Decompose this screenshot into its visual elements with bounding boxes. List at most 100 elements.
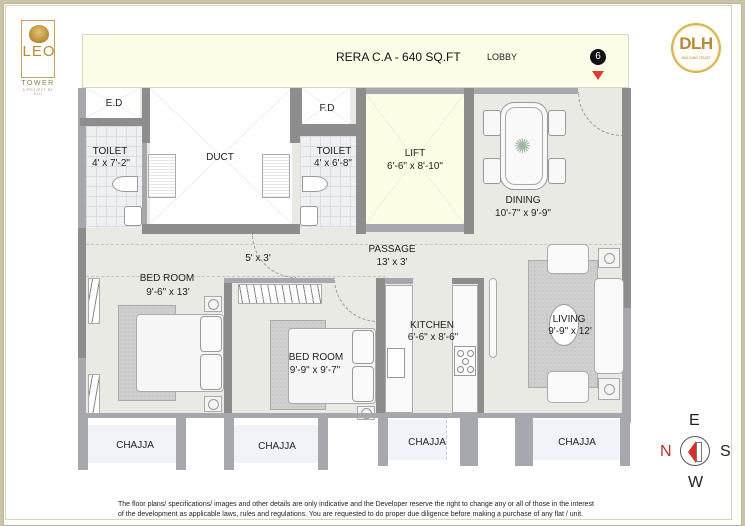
passage-small-size: 5' x 3' (245, 253, 271, 264)
kitchen-hob-icon (454, 346, 476, 376)
bedroom2-pillow (352, 366, 374, 402)
fd-label: F.D (319, 103, 335, 114)
passage-size: 13' x 3' (376, 257, 408, 268)
living-side-table (598, 378, 620, 400)
living-rug (528, 260, 598, 388)
toilet2-size: 4' x 6'-8" (314, 158, 352, 169)
dining-size: 10'-7" x 9'-9" (495, 208, 551, 219)
passage-boundary (86, 244, 622, 245)
ed-label: E.D (105, 98, 123, 109)
chajja-3-label: CHAJJA (408, 437, 446, 448)
toilet1-basin-icon (124, 206, 142, 226)
bedroom1-nightstand (204, 296, 222, 312)
dlh-logo-name: DLH (679, 34, 713, 53)
chajja-2 (231, 425, 323, 463)
toilet2-name: TOILET (316, 146, 352, 157)
compass-west: W (688, 474, 704, 491)
toilet2-wc-icon (302, 176, 328, 192)
toilet2-basin-icon (300, 206, 318, 226)
bedroom1-size: 9'-6" x 13' (146, 287, 190, 298)
unit-number-badge: 6 (590, 49, 606, 65)
living-size: 9'-9" x 12' (548, 326, 592, 337)
dlh-logo: DLH BUILDING TRUST (671, 23, 721, 73)
compass-needle-icon (688, 441, 696, 463)
bedroom1-name: BED ROOM (139, 273, 195, 284)
wall-toilet2-right (356, 88, 366, 234)
wall-bottom (86, 413, 626, 418)
disclaimer: The floor plans/ specifications/ images … (118, 500, 638, 520)
kitchen-size: 6'-6" x 8'-6" (407, 332, 459, 343)
wall-duct-left-lower (142, 143, 147, 228)
bedroom2-wardrobe (238, 284, 322, 304)
toilet1-size: 4' x 7'-2" (92, 158, 130, 169)
toilet1-wc-icon (112, 176, 138, 192)
chajja-1-wall-right (176, 418, 186, 470)
lion-icon (29, 25, 49, 43)
chajja-1 (85, 425, 181, 463)
lift-cross (366, 94, 464, 224)
ed-cross (86, 88, 140, 118)
living-armchair (547, 371, 589, 403)
wall-left (78, 228, 86, 358)
leo-logo-frame-bottom (21, 74, 55, 78)
living-coffee-table (549, 304, 579, 346)
wall-left-outer (78, 88, 86, 228)
chajja-4-wall-left (515, 414, 533, 466)
wall-kitchen-top-right (452, 278, 484, 284)
disclaimer-line-2: of the development as applicable laws, r… (118, 511, 584, 518)
entry-arrow-icon (592, 71, 604, 80)
chajja-4-label: CHAJJA (558, 437, 596, 448)
wall-left-lower (78, 358, 86, 423)
leo-logo-tagline: A PROJECT BY DLH (22, 88, 54, 96)
wall-bedroom2-right (376, 278, 385, 418)
chajja-2-label: CHAJJA (258, 441, 296, 452)
leo-logo-frame: LEO (21, 20, 55, 74)
wall-fd-bottom (290, 124, 358, 136)
duct-right-panel (262, 154, 290, 198)
wall-lift-bottom (366, 224, 464, 232)
wall-duct-bottom (142, 224, 300, 234)
sheet-inner-border (5, 5, 732, 520)
dining-table (500, 102, 548, 190)
chajja-1-label: CHAJJA (116, 440, 154, 451)
centerpiece-icon: ✺ (514, 136, 531, 158)
passage-boundary-lower (86, 276, 386, 277)
kitchen-sink-icon (387, 348, 405, 378)
bedroom1-wardrobe (88, 374, 100, 414)
wall-kitchen-right (478, 278, 484, 418)
living-sofa (594, 278, 624, 374)
kitchen-passage-ledge (489, 278, 497, 358)
duct-left-panel (148, 154, 176, 198)
dining-chair (483, 158, 501, 184)
living-side-table (598, 248, 620, 268)
chajja-4-wall-right (620, 414, 630, 466)
dining-name: DINING (505, 195, 541, 206)
wall-lift-right (464, 88, 474, 234)
lift-name: LIFT (404, 148, 426, 159)
leo-logo-name: LEO (22, 43, 56, 60)
bedroom1-pillow (200, 354, 222, 390)
wall-bedroom2-left (224, 278, 232, 418)
compass-east: E (689, 412, 700, 429)
bedroom2-pillow (352, 330, 374, 364)
wall-lift-top (366, 88, 464, 94)
lobby-label: LOBBY (487, 52, 518, 62)
duct-label: DUCT (206, 152, 234, 163)
bedroom1-wardrobe (88, 278, 100, 324)
toilet1-name: TOILET (92, 146, 128, 157)
dining-chair (548, 158, 566, 184)
wall-bedroom2-top (224, 278, 334, 283)
rera-carpet-area: RERA C.A - 640 SQ.FT (336, 50, 461, 64)
dining-chair (548, 110, 566, 136)
compass-north: N (660, 443, 672, 460)
dining-chair (483, 110, 501, 136)
fd-cross (302, 88, 350, 124)
kitchen-name: KITCHEN (410, 320, 454, 331)
chajja-1-wall-left (78, 418, 88, 470)
bedroom2-size: 9'-9" x 9'-7" (289, 365, 341, 376)
chajja-2-wall-right (318, 418, 328, 470)
compass-south: S (720, 443, 731, 460)
wall-dining-top (474, 88, 578, 94)
compass-icon (680, 436, 710, 466)
chajja-3-wall-right (460, 414, 478, 466)
